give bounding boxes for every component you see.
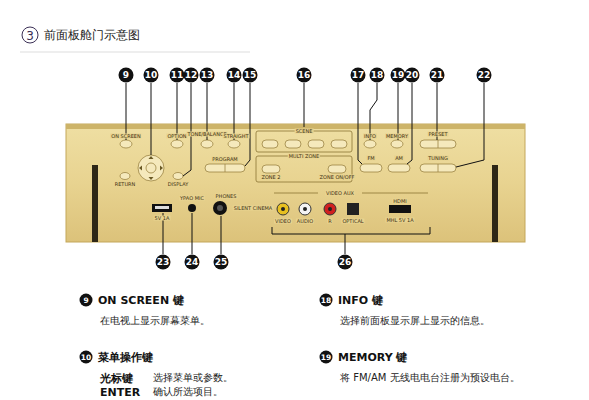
callout-number: 16 xyxy=(297,68,312,83)
panel-label: PROGRAM xyxy=(211,157,238,162)
panel-label: ON SCREEN xyxy=(110,134,141,139)
front-panel xyxy=(66,124,525,242)
panel-label: TONE/BALANCE xyxy=(186,132,227,137)
callout-number: 25 xyxy=(214,255,229,270)
callout-number: 19 xyxy=(391,68,406,83)
callout-number: 9 xyxy=(80,294,93,307)
panel-label: FM xyxy=(366,156,375,161)
panel-label: AUDIO xyxy=(296,219,314,224)
leader-lines xyxy=(126,83,484,254)
panel-label: VIDEO xyxy=(274,219,292,224)
panel-label: PHONES xyxy=(215,194,238,199)
panel-label: ZONE ON/OFF xyxy=(319,175,356,180)
callout-number: 11 xyxy=(170,68,185,83)
callout-number: 10 xyxy=(80,351,93,364)
mic-jack xyxy=(188,204,196,212)
item-text: 选择菜单或参数。 xyxy=(153,373,233,383)
panel-label: MEMORY xyxy=(385,134,409,139)
callout-number: 21 xyxy=(430,68,445,83)
callout-number: 17 xyxy=(351,68,366,83)
item-heading: ENTER xyxy=(100,387,140,398)
panel-label: YPAO MIC xyxy=(179,196,205,201)
panel-label: RETURN xyxy=(114,182,137,187)
item-heading: ON SCREEN 键 xyxy=(98,295,184,306)
callout-number: 26 xyxy=(338,255,353,270)
panel-label: SCENE xyxy=(295,129,314,134)
callout-number: 18 xyxy=(320,294,333,307)
callout-number: 20 xyxy=(405,68,420,83)
panel-edge xyxy=(92,165,98,242)
item-heading: 菜单操作键 xyxy=(98,352,153,363)
item-text: 确认所选项目。 xyxy=(153,387,223,397)
panel-label: R xyxy=(327,219,332,224)
callout-number: 14 xyxy=(227,68,242,83)
audio-jack xyxy=(324,203,336,215)
callout-number: 15 xyxy=(243,68,258,83)
panel-label: 5V 1A xyxy=(154,216,171,221)
callout-number: 22 xyxy=(477,68,492,83)
audio-jack xyxy=(328,207,332,211)
rule-line xyxy=(20,52,250,53)
panel-label: ZONE 2 xyxy=(260,175,281,180)
hdmi-port xyxy=(389,205,411,213)
audio-jack xyxy=(299,203,311,215)
panel-label: MHL 5V 1A xyxy=(385,218,414,223)
callout-number: 24 xyxy=(185,255,200,270)
panel-label: DISPLAY xyxy=(167,182,190,187)
video-jack xyxy=(277,203,289,215)
callout-number: 12 xyxy=(184,68,199,83)
cursor-arrows xyxy=(139,156,163,180)
usb-port xyxy=(152,204,172,212)
buttons xyxy=(120,140,456,181)
panel-label: OPTION xyxy=(166,134,187,139)
callout-number: 18 xyxy=(370,68,385,83)
callout-number: 9 xyxy=(119,68,134,83)
usb-port xyxy=(155,206,169,209)
panel-label: HDMI xyxy=(392,199,407,204)
optical-jack xyxy=(347,203,359,215)
panel-label: PRESET xyxy=(427,132,448,137)
panel-label: AM xyxy=(394,156,404,161)
group-frames xyxy=(256,131,428,193)
callout-number: 19 xyxy=(320,351,333,364)
callout-number: 13 xyxy=(200,68,215,83)
item-heading: MEMORY 键 xyxy=(338,352,407,363)
item-heading: 光标键 xyxy=(100,373,133,384)
page-title: 前面板舱门示意图 xyxy=(44,29,140,41)
item-text: 选择前面板显示屏上显示的信息。 xyxy=(340,316,490,326)
item-text: 将 FM/AM 无线电电台注册为预设电台。 xyxy=(340,373,520,383)
video-jack xyxy=(281,207,285,211)
callout-number: 23 xyxy=(156,255,171,270)
panel-label: MULTI ZONE xyxy=(288,154,320,159)
panel-label: TUNING xyxy=(427,156,449,161)
panel-label: STRAIGHT xyxy=(222,134,249,139)
audio-jack xyxy=(303,207,307,211)
panel-label: INFO xyxy=(363,134,377,139)
panel-label: SILENT CINEMA xyxy=(233,206,274,211)
item-heading: INFO 键 xyxy=(338,295,383,306)
phones-jack xyxy=(217,205,223,211)
section-number: 3 xyxy=(22,27,39,44)
item-text: 在电视上显示屏幕菜单。 xyxy=(100,316,210,326)
phones-jack xyxy=(213,201,227,215)
panel-edge xyxy=(492,165,498,242)
callout-number: 10 xyxy=(144,68,159,83)
panel-label: VIDEO AUX xyxy=(325,191,355,196)
panel-label: OPTICAL xyxy=(341,219,364,224)
